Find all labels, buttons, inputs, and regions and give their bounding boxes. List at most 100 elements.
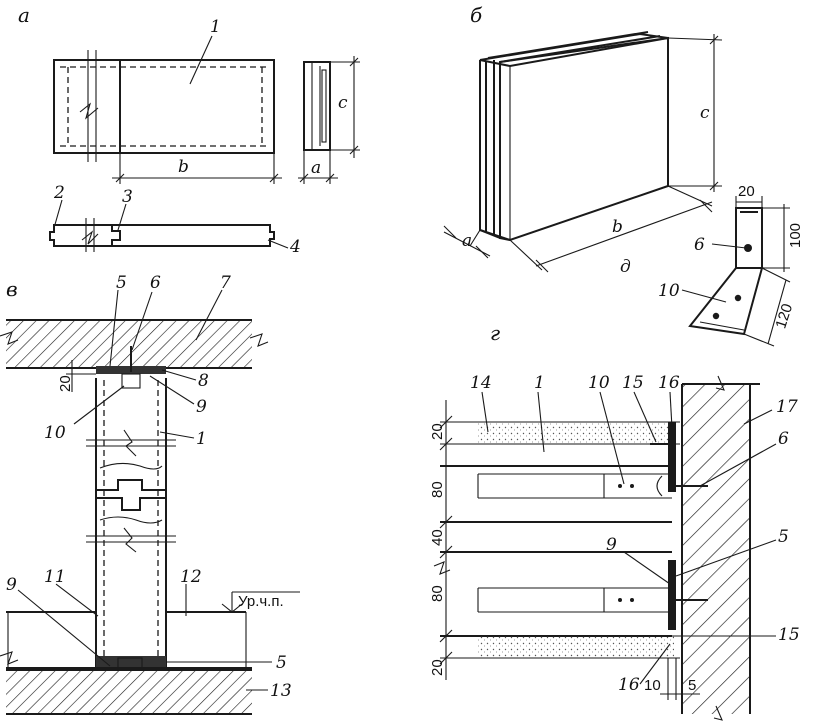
callout-6-top: 6 (131, 273, 161, 351)
svg-text:1: 1 (534, 373, 545, 393)
callout-9-bottom: 9 (6, 575, 111, 667)
callout-3: 3 (117, 187, 133, 231)
svg-text:10: 10 (588, 373, 610, 393)
callout-10-v: 10 (44, 385, 125, 443)
callout-11: 11 (44, 567, 99, 617)
callout-5-g: 5 (675, 527, 789, 577)
dimension-a-iso: a (443, 225, 491, 259)
callout-13: 13 (246, 681, 292, 701)
floor-level-mark: Ур.ч.п. (221, 591, 300, 613)
svg-text:16: 16 (618, 675, 640, 695)
callout-6-b: 6 (694, 235, 747, 255)
svg-text:13: 13 (270, 681, 292, 701)
dim-label-c-iso: c (700, 103, 710, 123)
callout-16-top: 16 (658, 373, 680, 429)
svg-text:9: 9 (6, 575, 17, 595)
svg-text:9: 9 (606, 535, 617, 555)
dimension-a: a (298, 150, 338, 184)
panel-g: г (429, 321, 800, 721)
dim-label-a-iso: a (462, 231, 472, 251)
panel-a-label: а (18, 3, 30, 27)
panel-v-label: в (6, 277, 18, 301)
partition-board (86, 346, 176, 670)
dimension-c: c (330, 56, 360, 158)
svg-text:6: 6 (694, 235, 705, 255)
floor-slab-bottom (0, 651, 252, 715)
board-side-view (303, 61, 331, 151)
svg-text:5: 5 (778, 527, 789, 547)
dimension-c-iso: c (667, 34, 723, 192)
svg-text:14: 14 (470, 373, 492, 393)
dim-80-bottom: 80 (429, 585, 446, 602)
dim-label-a: a (311, 158, 321, 178)
dim-10: 10 (644, 677, 661, 694)
callout-15-top: 15 (622, 373, 657, 443)
svg-text:5: 5 (116, 273, 127, 293)
panel-g-label: г (490, 321, 500, 345)
bottom-dimensions: 10 5 (644, 658, 700, 700)
dim-20-bottom: 20 (429, 659, 446, 676)
svg-text:17: 17 (776, 397, 798, 417)
board-front-view (53, 50, 275, 162)
subfig-label-d: д (620, 257, 631, 277)
dim-80-top: 80 (429, 481, 446, 498)
dim-40: 40 (429, 529, 446, 546)
panel-b-label: б (470, 3, 483, 27)
dim-label-c: c (338, 93, 348, 113)
corner-bracket: 20 100 120 (688, 183, 804, 347)
callout-9-top: 9 (149, 375, 207, 417)
svg-text:1: 1 (210, 17, 221, 37)
svg-text:5: 5 (276, 653, 287, 673)
svg-text:16: 16 (658, 373, 680, 393)
bracket-dim-120: 120 (772, 302, 796, 331)
callout-10-g: 10 (588, 373, 625, 485)
callout-14: 14 (470, 373, 492, 433)
callout-6-g: 6 (699, 429, 789, 487)
svg-text:2: 2 (53, 183, 65, 203)
svg-text:12: 12 (180, 567, 202, 587)
svg-text:4: 4 (289, 237, 301, 257)
svg-text:9: 9 (196, 397, 207, 417)
board-row-1 (440, 465, 672, 523)
level-mark-label: Ур.ч.п. (238, 593, 284, 610)
panel-b: б c (443, 3, 804, 347)
insulation-layer-top (440, 421, 680, 445)
callout-7: 7 (195, 273, 231, 341)
dim-label-b: b (178, 157, 189, 177)
board-row-2 (433, 551, 672, 637)
svg-text:1: 1 (196, 429, 207, 449)
panel-v: в (0, 273, 300, 715)
callout-15-bottom: 15 (660, 625, 800, 645)
dim-20-v: 20 (57, 375, 74, 392)
svg-text:15: 15 (622, 373, 644, 393)
callout-4: 4 (267, 237, 301, 257)
dim-5: 5 (688, 677, 696, 694)
callout-8: 8 (161, 369, 209, 391)
svg-text:10: 10 (658, 281, 680, 301)
callout-1: 1 (189, 17, 221, 85)
svg-text:3: 3 (122, 187, 133, 207)
callout-2: 2 (53, 183, 65, 229)
masonry-wall (681, 375, 760, 721)
dimension-20-v: 20 (57, 360, 96, 392)
board-plan-section (49, 218, 275, 252)
callout-17: 17 (743, 397, 798, 425)
callout-9-g: 9 (606, 535, 671, 585)
callout-12: 12 (180, 567, 202, 616)
callout-1-v: 1 (159, 429, 207, 449)
dimension-b-iso: b (509, 185, 713, 273)
insulation-layer-bottom (440, 636, 680, 659)
svg-text:8: 8 (198, 371, 209, 391)
svg-text:6: 6 (778, 429, 789, 449)
callout-5-bottom: 5 (166, 653, 287, 673)
dim-label-b-iso: b (612, 217, 623, 237)
svg-text:10: 10 (44, 423, 66, 443)
dim-20-top: 20 (429, 423, 446, 440)
bracket-dim-100: 100 (787, 223, 804, 248)
svg-text:15: 15 (778, 625, 800, 645)
svg-text:6: 6 (150, 273, 161, 293)
board-isometric (479, 31, 669, 242)
callout-10-b: 10 (658, 281, 727, 303)
svg-text:11: 11 (44, 567, 66, 587)
